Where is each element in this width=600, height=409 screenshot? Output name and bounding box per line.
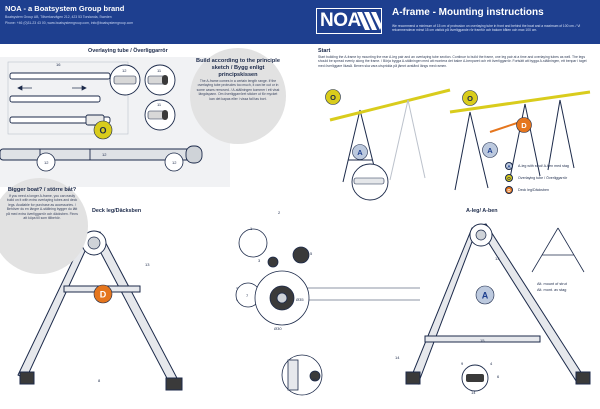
bigger-boat-body: If you need a longer A-frame, you can ea… <box>6 194 78 221</box>
badge-a-3 <box>475 285 495 305</box>
part-number-13a: 13 <box>145 262 150 267</box>
alt-mount-line1: Alt. mount of strut <box>537 282 567 286</box>
part-number-10: 10 <box>312 377 317 382</box>
part-number-6: 6 <box>497 374 500 379</box>
part-number-5: 5 <box>310 251 313 256</box>
insertion-arrows <box>17 85 87 91</box>
principle-bubble-body: The A-frame comes in a certain length ra… <box>196 79 280 101</box>
part-number-12c: 12 <box>44 160 49 165</box>
part-number-7: 7 <box>246 293 249 298</box>
part-number-12b: 12 <box>102 152 107 157</box>
brand-name: NOA - a Boatsystem Group brand <box>5 4 125 13</box>
part-number-11a: 11 <box>157 68 162 73</box>
overlaying-tube-title: Overlaying tube / Överliggarrör <box>88 48 168 54</box>
legend-a-leg: A A-leg with strut/ A-ben med stag <box>505 161 569 171</box>
badge-a-1 <box>352 144 368 160</box>
center-parts <box>235 228 420 396</box>
part-number-8: 8 <box>98 378 101 383</box>
legend-deck-leg: D Deck leg/Däcksben <box>505 185 549 195</box>
part-number-labels: 16 12 11 11 12 12 12 1 2 3 5 Ø35 Ø30 7 1… <box>44 62 500 395</box>
legend-overlaying-tube: O Overlaying tube / Överliggarrör <box>505 173 567 183</box>
start-instructions: Start building the A-frame by mounting t… <box>318 55 587 68</box>
badge-o-2-label: O <box>330 93 336 102</box>
start-frame-right <box>449 90 591 191</box>
legend-badge-d: D <box>505 186 513 194</box>
part-number-11b: 11 <box>157 102 162 107</box>
legend-label-a: A-leg with strut/ A-ben med stag <box>518 164 569 168</box>
noa-logo: NOA <box>316 8 382 34</box>
badge-a-3-label: A <box>482 291 489 301</box>
badge-a-2 <box>482 142 498 158</box>
part-number-d35: Ø35 <box>296 297 304 302</box>
badge-o-1 <box>93 120 113 140</box>
part-number-12a: 12 <box>122 68 127 73</box>
legend-badge-o: O <box>505 174 513 182</box>
badge-d-1-label: D <box>521 121 527 130</box>
badge-a-1-label: A <box>357 148 363 157</box>
logo-stripes-icon <box>357 12 382 30</box>
badge-o-2 <box>325 89 341 105</box>
part-number-14a: 14 <box>395 355 400 360</box>
badge-a-2-label: A <box>487 146 493 155</box>
start-frame-left <box>329 88 451 183</box>
part-number-1: 1 <box>250 226 253 231</box>
part-number-4: 4 <box>490 361 493 366</box>
part-number-2: 2 <box>278 210 281 215</box>
brand-contact: Phone: +46 (0)31-23 43 00, www.boatsyste… <box>5 21 134 25</box>
legend-badge-a: A <box>505 162 513 170</box>
principle-bubble-title: Build according to the principle sketch … <box>196 58 280 78</box>
logo-text: NOA <box>320 10 361 31</box>
part-number-13b: 13 <box>495 256 500 261</box>
recommendation-text: We recommend a minimum of 15 cm of protr… <box>392 24 581 32</box>
overlaying-tube-detail <box>9 72 111 126</box>
badge-d-2 <box>93 284 113 304</box>
a-leg-title: A-leg/ A-ben <box>466 208 498 214</box>
start-title: Start <box>318 48 331 54</box>
principle-bubble: Build according to the principle sketch … <box>190 48 286 144</box>
tube-detail-box <box>7 61 129 135</box>
a-leg-frame <box>405 223 591 385</box>
part-number-16: 16 <box>56 62 61 67</box>
header-bar: NOA - a Boatsystem Group brand Boatsyste… <box>0 0 600 44</box>
badge-d-2-label: D <box>100 290 107 300</box>
deck-leg-title: Deck leg/Däcksben <box>92 208 142 214</box>
part-number-14b: 14 <box>471 390 476 395</box>
alt-mount-line2: Alt. mont. av stag <box>537 288 567 292</box>
part-number-15: 15 <box>480 338 485 343</box>
badge-o-1-label: O <box>99 126 106 136</box>
badge-o-3-label: O <box>467 94 473 103</box>
part-number-9: 9 <box>461 361 464 366</box>
page-title: A-frame - Mounting instructions <box>392 7 544 18</box>
part-number-d30: Ø30 <box>274 326 282 331</box>
bigger-boat-bubble: Bigger boat? / större båt? If you need a… <box>0 178 88 274</box>
badge-o-3 <box>462 90 478 106</box>
brand-address: Boatsystem Group AB, Tillverkarvägen 212… <box>5 15 112 19</box>
badge-d-1 <box>516 117 532 133</box>
bigger-boat-title: Bigger boat? / större båt? <box>7 187 77 193</box>
part-number-3: 3 <box>258 258 261 263</box>
legend-label-o: Overlaying tube / Överliggarrör <box>518 176 568 180</box>
alt-mount-drawing <box>531 227 585 273</box>
legend-label-d: Deck leg/Däcksben <box>518 188 549 192</box>
part-number-12d: 12 <box>172 160 177 165</box>
